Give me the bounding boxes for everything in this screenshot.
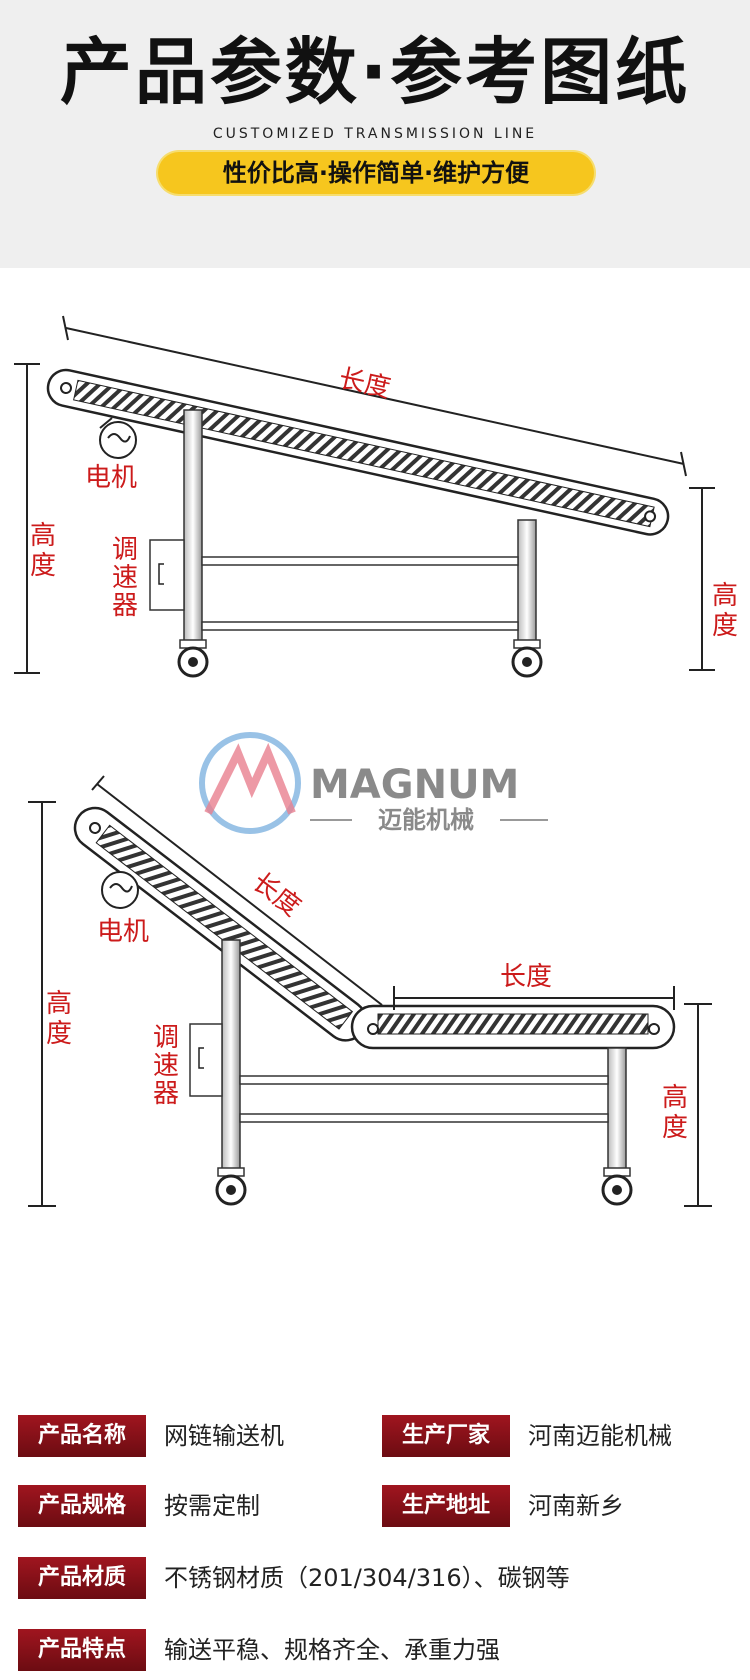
motor-icon xyxy=(99,417,137,459)
brand-name-cn: 迈能机械 xyxy=(378,806,474,834)
spec-table: 产品名称 网链输送机 生产厂家 河南迈能机械 产品规格 按需定制 生产地址 河南… xyxy=(0,1400,750,1680)
brand-name: MAGNUM xyxy=(310,762,519,808)
spec-label: 产品材质 xyxy=(18,1557,146,1599)
incline-belt xyxy=(73,806,367,1042)
length-label-incline: 长度 xyxy=(247,867,307,922)
height-label-right-2: 度 xyxy=(712,611,738,641)
spec-value: 按需定制 xyxy=(164,1492,260,1520)
tagline-pill: 性价比高·操作简单·维护方便 xyxy=(158,152,594,194)
spec-row: 产品名称 网链输送机 生产厂家 河南迈能机械 xyxy=(0,1412,750,1460)
speed-label-2b: 速 xyxy=(153,1051,179,1081)
spec-value: 河南新乡 xyxy=(528,1492,624,1520)
spec-value: 输送平稳、规格齐全、承重力强 xyxy=(164,1636,500,1664)
caster-right-2 xyxy=(601,1167,633,1206)
speed-label-3: 器 xyxy=(112,591,138,621)
speed-controller-box xyxy=(149,539,185,611)
spec-value: 河南迈能机械 xyxy=(528,1422,672,1450)
height-label-left-2: 度 xyxy=(30,551,56,581)
height-label-left-2b: 度 xyxy=(46,1019,72,1049)
leg-right xyxy=(517,519,537,643)
speed-label-2: 速 xyxy=(112,563,138,593)
length-dimension-line xyxy=(65,327,685,465)
spec-value: 网链输送机 xyxy=(164,1422,284,1450)
caster-right xyxy=(511,639,543,678)
height-label-right-2b: 度 xyxy=(662,1113,688,1143)
spec-label: 产品特点 xyxy=(18,1629,146,1671)
caster-left-2 xyxy=(215,1167,247,1206)
spec-label: 生产地址 xyxy=(382,1485,510,1527)
height-label-right-2a: 高 xyxy=(662,1083,688,1113)
speed-label-1: 调 xyxy=(112,535,138,565)
subtitle-english: CUSTOMIZED TRANSMISSION LINE xyxy=(212,126,538,142)
leg-left-2 xyxy=(221,939,241,1171)
diagram-incline: 长度 电机 高 度 高 度 调 速 器 xyxy=(14,315,738,678)
spec-label: 产品规格 xyxy=(18,1485,146,1527)
spec-label: 产品名称 xyxy=(18,1415,146,1457)
height-label-left-1: 高 xyxy=(30,521,56,551)
flat-belt xyxy=(350,1004,676,1050)
motor-icon-2 xyxy=(101,871,139,909)
spec-label: 生产厂家 xyxy=(382,1415,510,1457)
speed-label-2c: 器 xyxy=(153,1079,179,1109)
diagram-incline-flat: 长度 长度 电机 高 度 高 度 调 速 器 xyxy=(28,775,712,1207)
spec-row: 产品特点 输送平稳、规格齐全、承重力强 xyxy=(0,1626,750,1674)
length-label: 长度 xyxy=(336,364,393,404)
speed-controller-box-2 xyxy=(189,1023,223,1097)
motor-label: 电机 xyxy=(85,463,137,493)
height-label-right-1: 高 xyxy=(712,581,738,611)
header-banner: 产品参数·参考图纸 CUSTOMIZED TRANSMISSION LINE 性… xyxy=(0,0,750,268)
motor-label-2: 电机 xyxy=(97,917,149,947)
conveyor-drawings: 长度 电机 高 度 高 度 调 速 器 MAGNUM 迈能机械 xyxy=(14,315,738,1207)
magnum-logo: MAGNUM 迈能机械 xyxy=(199,732,548,834)
spec-row: 产品规格 按需定制 生产地址 河南新乡 xyxy=(0,1482,750,1530)
leg-right-2 xyxy=(607,1047,627,1171)
length-label-flat: 长度 xyxy=(500,962,552,992)
spec-value: 不锈钢材质（201/304/316）、碳钢等 xyxy=(164,1564,570,1592)
conveyor-belt xyxy=(46,368,670,536)
leg-left xyxy=(183,409,203,643)
speed-label-2a: 调 xyxy=(153,1023,179,1053)
page-title: 产品参数·参考图纸 xyxy=(59,30,691,114)
spec-row: 产品材质 不锈钢材质（201/304/316）、碳钢等 xyxy=(0,1554,750,1602)
height-label-left-2a: 高 xyxy=(46,989,72,1019)
caster-left xyxy=(177,639,209,678)
